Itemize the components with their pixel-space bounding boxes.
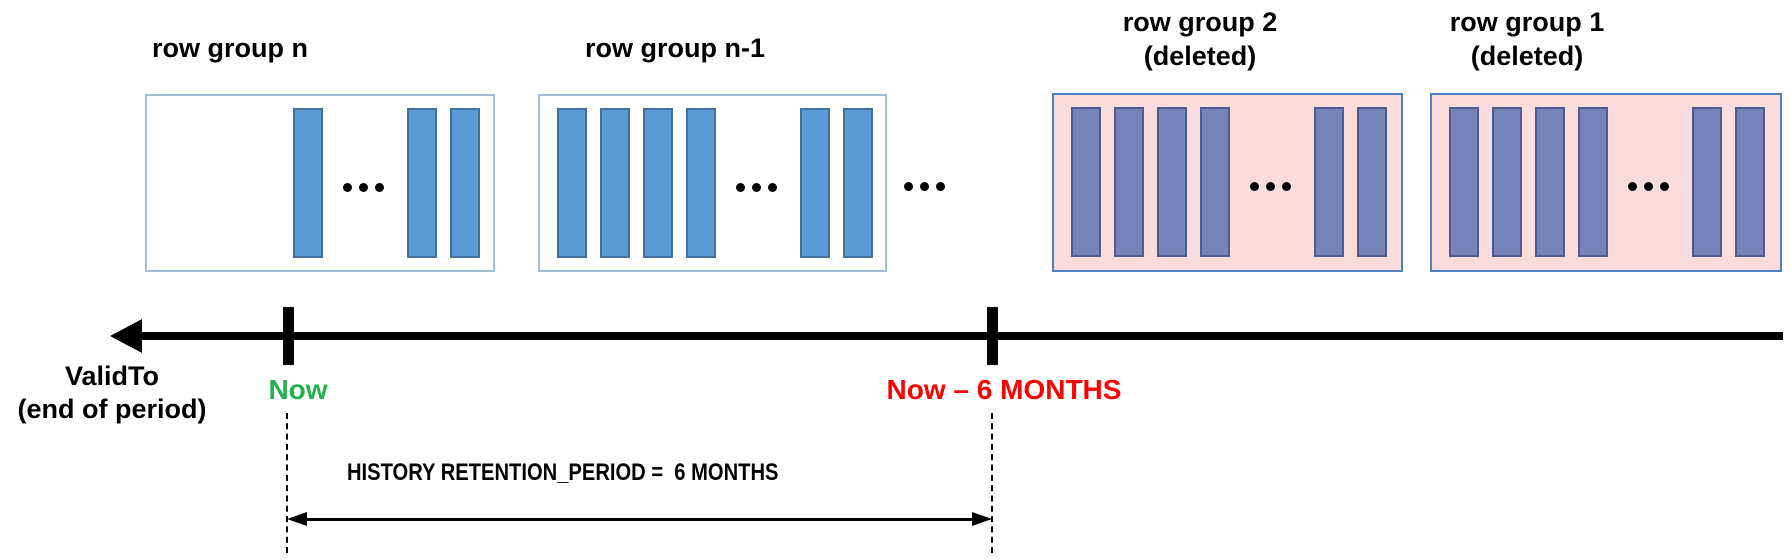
axis-caption: ValidTo (end of period)	[7, 360, 217, 426]
row-version-bar	[1449, 107, 1479, 257]
axis-caption-line1: ValidTo	[64, 361, 159, 391]
row-group-label-1: row group n	[80, 31, 380, 65]
row-version-bar	[293, 108, 323, 258]
dot-icon	[1266, 182, 1275, 191]
row-version-bar	[643, 108, 673, 258]
row-group-box-1	[145, 94, 495, 272]
row-version-bar	[800, 108, 830, 258]
row-group-label-line2: (deleted)	[1143, 41, 1257, 71]
row-version-bar	[1314, 107, 1344, 257]
dot-icon	[375, 183, 384, 192]
row-group-label-line2: (deleted)	[1470, 41, 1584, 71]
row-group-box-2	[538, 94, 887, 272]
row-version-bar	[407, 108, 437, 258]
row-version-bar	[1492, 107, 1522, 257]
row-group-label-3: row group 2 (deleted)	[1050, 5, 1350, 73]
row-version-bar	[843, 108, 873, 258]
row-version-bar	[557, 108, 587, 258]
cutoff-label: Now – 6 MONTHS	[886, 374, 1122, 405]
row-group-label-line1: row group 2	[1122, 7, 1278, 37]
ellipsis-dots	[1628, 182, 1669, 191]
tick-cutoff	[987, 307, 998, 365]
row-group-label-line1: row group 1	[1449, 7, 1605, 37]
retention-period-label: HISTORY RETENTION_PERIOD = 6 MONTHS	[347, 459, 779, 486]
row-version-bar	[1578, 107, 1608, 257]
dot-icon	[1250, 182, 1259, 191]
now-label: Now	[268, 374, 328, 405]
dot-icon	[343, 183, 352, 192]
ellipsis-dots	[736, 183, 777, 192]
row-group-label-line1: row group n-1	[585, 33, 765, 63]
tick-now	[283, 307, 294, 365]
dot-icon	[1644, 182, 1653, 191]
dot-icon	[1628, 182, 1637, 191]
dashed-line-cutoff	[991, 413, 993, 553]
row-version-bar	[1535, 107, 1565, 257]
row-version-bar	[450, 108, 480, 258]
row-version-bar	[686, 108, 716, 258]
ellipsis-dots	[1250, 182, 1291, 191]
dot-icon	[904, 182, 913, 191]
dot-icon	[920, 182, 929, 191]
dot-icon	[359, 183, 368, 192]
row-version-bar	[1357, 107, 1387, 257]
axis-arrowhead-left-icon	[110, 319, 142, 353]
dot-icon	[736, 183, 745, 192]
row-version-bar	[1114, 107, 1144, 257]
timeline-axis	[138, 332, 1783, 340]
row-version-bar	[1071, 107, 1101, 257]
span-arrowhead-right-icon	[972, 512, 992, 526]
row-group-label-line1: row group n	[152, 33, 308, 63]
span-arrow-line	[297, 518, 982, 521]
dot-icon	[768, 183, 777, 192]
row-group-label-2: row group n-1	[525, 31, 825, 65]
ellipsis-between-groups	[904, 182, 945, 191]
row-version-bar	[1735, 107, 1765, 257]
dot-icon	[936, 182, 945, 191]
row-version-bar	[1157, 107, 1187, 257]
row-group-label-4: row group 1 (deleted)	[1377, 5, 1677, 73]
dot-icon	[752, 183, 761, 192]
row-version-bar	[600, 108, 630, 258]
row-group-box-3	[1052, 93, 1403, 272]
dot-icon	[1660, 182, 1669, 191]
axis-caption-line2: (end of period)	[17, 394, 207, 424]
dashed-line-now	[286, 413, 288, 553]
row-group-box-4	[1430, 93, 1782, 272]
ellipsis-dots	[343, 183, 384, 192]
dot-icon	[1282, 182, 1291, 191]
retention-span-arrow	[287, 512, 992, 526]
row-version-bar	[1200, 107, 1230, 257]
row-version-bar	[1692, 107, 1722, 257]
